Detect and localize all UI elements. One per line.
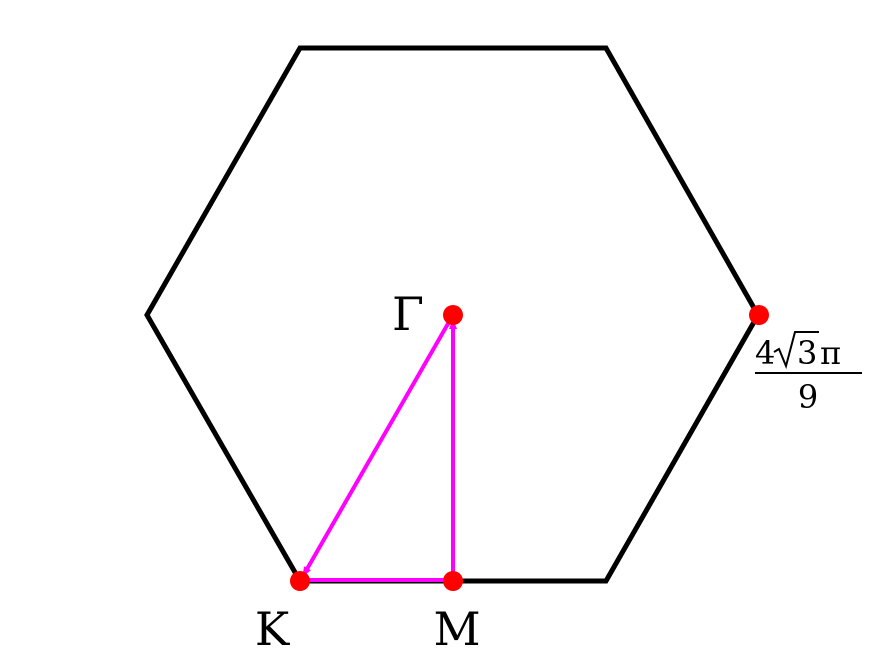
- gamma-label: Γ: [392, 287, 424, 341]
- k-label: K: [255, 602, 291, 656]
- hexagon-boundary: [144, 45, 761, 584]
- fraction-coefficient: 4: [755, 334, 775, 372]
- m-point: [443, 571, 463, 591]
- k-point: [290, 571, 310, 591]
- edge-point: [749, 305, 769, 325]
- gamma-point: [443, 305, 463, 325]
- edge-point-fraction: 4 3 π 9: [755, 331, 862, 416]
- fraction-radicand: 3: [797, 334, 817, 372]
- fraction-denominator: 9: [798, 378, 818, 416]
- fraction-pi: π: [820, 334, 841, 372]
- sqrt-sign: [773, 331, 819, 370]
- m-label: M: [433, 602, 480, 656]
- path-gamma-to-k: [301, 314, 455, 577]
